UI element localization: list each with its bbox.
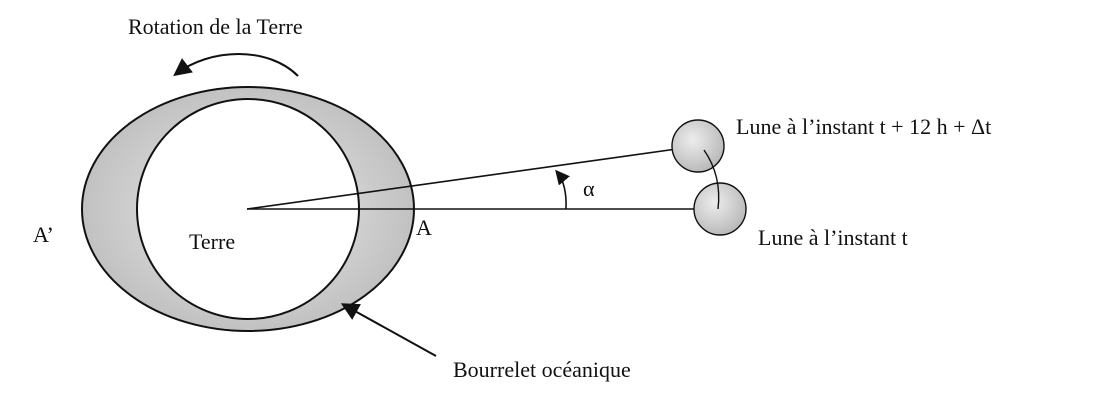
bulge-label: Bourrelet océanique	[453, 357, 631, 382]
moon-now-label: Lune à l’instant t	[758, 225, 908, 250]
bulge-pointer-arrow	[340, 303, 437, 357]
alpha-label: α	[583, 176, 595, 201]
point-a-label: A	[416, 215, 432, 240]
rotation-label: Rotation de la Terre	[128, 14, 303, 39]
moon-orbit-arc	[703, 149, 720, 210]
rotation-arrow	[173, 53, 299, 77]
earth-label: Terre	[189, 229, 235, 254]
moon-later-label: Lune à l’instant t + 12 h + Δt	[736, 114, 991, 139]
moon-at-t-plus-12h	[671, 119, 725, 173]
alpha-angle-arc	[555, 169, 570, 210]
point-a-prime-label: A’	[33, 222, 54, 247]
earth-moon-line-later	[246, 145, 699, 210]
moon-at-t	[693, 182, 747, 236]
